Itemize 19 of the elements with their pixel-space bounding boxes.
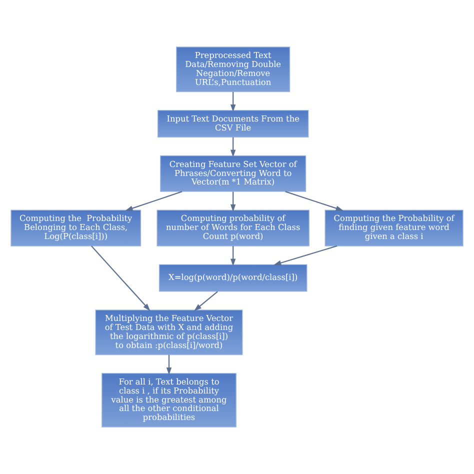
arrow — [230, 92, 236, 112]
node-box: Input Text Documents From the CSV File — [157, 110, 309, 138]
arrow — [230, 137, 236, 158]
node-box: Creating Feature Set Vector of Phrases/Converting Word to Vector(m *1 Matrix) — [160, 155, 306, 192]
node-box: For all i, Text belongs to class i , if its Probability value is the greatest among all the other conditional probabilities — [102, 373, 236, 428]
node-box: Computing probability of number of Words for Each Class Count p(word) — [156, 210, 310, 246]
node-box: Computing the Probability of finding given feature word given a class i — [324, 210, 464, 246]
arrow — [230, 246, 236, 266]
arrow — [125, 191, 182, 211]
arrow — [230, 192, 236, 212]
arrow — [91, 246, 150, 311]
arrow — [285, 191, 344, 211]
arrow — [166, 354, 172, 375]
arrow — [274, 245, 338, 266]
node-box: Preprocessed Text Data/Removing Double Negation/Remove URL’s,Punctuation — [176, 46, 290, 92]
node-box: X=log(p(word)/p(word/class[i]) — [158, 264, 308, 292]
arrow — [194, 291, 218, 311]
node-box: Computing the Probability Belonging to Each Class, Log(P(class[i])) — [10, 210, 142, 246]
node-box: Multiplying the Feature Vector of Test Data with X and adding the logarithmic of p(class[i]) to obtain :p(class[i]/word) — [95, 310, 243, 356]
